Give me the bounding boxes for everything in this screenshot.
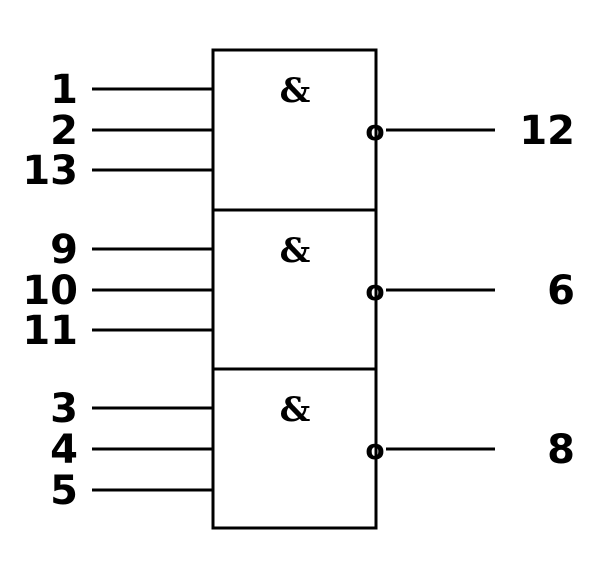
gate-2-input-1-label: 9 — [50, 227, 78, 273]
gate-3-inversion-mark: o — [365, 433, 384, 466]
gate-2-output-label: 6 — [547, 268, 575, 314]
gate-1-inversion-mark: o — [365, 114, 384, 147]
gate-3: & 3 4 5 o 8 — [50, 367, 575, 530]
gate-2-inversion-mark: o — [365, 274, 384, 307]
gate-1-input-1-label: 1 — [50, 67, 78, 113]
gate-3-symbol: & — [280, 390, 311, 430]
gate-2: & 9 10 11 o 6 — [22, 208, 575, 371]
gate-2-input-2-label: 10 — [22, 268, 78, 314]
gate-3-input-2-label: 4 — [50, 427, 78, 473]
gate-1-symbol: & — [280, 71, 311, 111]
gate-1-output-label: 12 — [519, 108, 575, 154]
gate-1-input-2-label: 2 — [50, 108, 78, 154]
gate-2-symbol: & — [280, 231, 311, 271]
gate-1-input-3-label: 13 — [22, 148, 78, 194]
gate-3-output-label: 8 — [547, 427, 575, 473]
gate-3-input-3-label: 5 — [50, 468, 78, 514]
gate-3-input-1-label: 3 — [50, 386, 78, 432]
gate-2-input-3-label: 11 — [22, 308, 78, 354]
gate-1: & 1 2 13 o 12 — [22, 48, 575, 212]
